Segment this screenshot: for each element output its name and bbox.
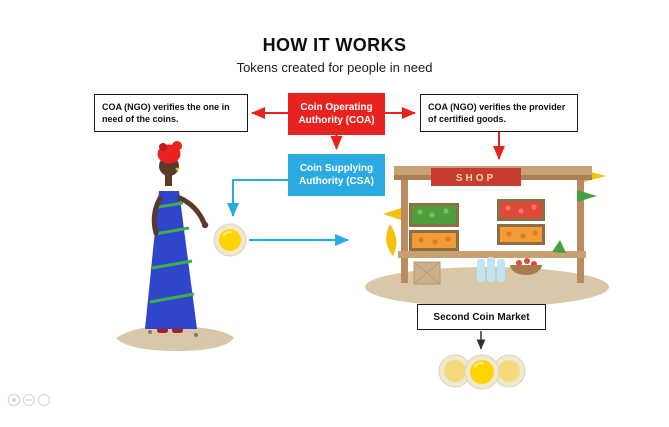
banana-bunch-icon [386, 224, 397, 256]
basket-fruit [516, 260, 522, 266]
bottle-icon [497, 259, 505, 282]
shop-sign [431, 168, 521, 186]
bottle-icon [477, 259, 485, 282]
arm-left [151, 195, 163, 236]
produce-dot [518, 208, 524, 214]
watermark-badge-icons [7, 393, 51, 407]
earring [175, 167, 179, 171]
pebble [148, 330, 152, 334]
note-box-left: COA (NGO) verifies the one in need of th… [94, 94, 248, 133]
produce-dot [506, 231, 512, 237]
dress-stripe [157, 201, 184, 209]
coa-box: Coin Operating Authority (COA) [288, 93, 385, 135]
produce-dot [445, 236, 451, 242]
second-coin-market-box: Second Coin Market [417, 304, 546, 330]
produce-dot [531, 204, 537, 210]
note-box-right: COA (NGO) verifies the provider of certi… [420, 94, 578, 133]
neck [165, 174, 172, 186]
stall-post-right [577, 173, 584, 283]
watermark-icon [37, 393, 51, 407]
dress-stripe [151, 259, 193, 270]
hand [201, 221, 209, 229]
basket-fruit [524, 258, 530, 264]
produce-dot [417, 209, 423, 215]
second-market-coins-icon [438, 354, 526, 390]
produce-dot [418, 237, 424, 243]
watermark-icon-dot [11, 397, 17, 403]
arm-right [177, 195, 207, 226]
counter-plank [398, 251, 586, 258]
basket-icon [510, 265, 542, 275]
ground-blob-left [116, 325, 234, 351]
shop-sign-label: SHOP [456, 173, 496, 184]
woman-illustration [116, 141, 234, 351]
greens-icon [552, 240, 566, 253]
coin-icon [213, 223, 247, 257]
produce-dot [532, 230, 538, 236]
stall-post-left [401, 173, 408, 283]
flag-left-icon [383, 208, 401, 220]
bottle-icon [487, 257, 495, 282]
headwrap-fold [159, 143, 167, 151]
produce-dot [429, 212, 435, 218]
page-subtitle: Tokens created for people in need [236, 60, 433, 75]
box-cross [413, 261, 441, 285]
page-title: HOW IT WORKS [262, 35, 407, 55]
arrow-csa-to-coin [227, 179, 288, 217]
dress-stripe [154, 226, 190, 236]
watermark-icon [22, 393, 36, 407]
csa-box: Coin Supplying Authority (CSA) [288, 154, 385, 196]
produce-dot [443, 208, 449, 214]
produce-dot [505, 205, 511, 211]
flag-green-icon [577, 190, 597, 202]
headwrap-knot [172, 141, 182, 151]
dress-stripe [149, 292, 195, 304]
pebble [194, 333, 198, 337]
shop-stall-illustration: SHOP [365, 166, 609, 307]
produce-dot [432, 239, 438, 245]
watermark-icon [7, 393, 21, 407]
produce-dot [520, 233, 526, 239]
ground-stone [200, 333, 226, 343]
